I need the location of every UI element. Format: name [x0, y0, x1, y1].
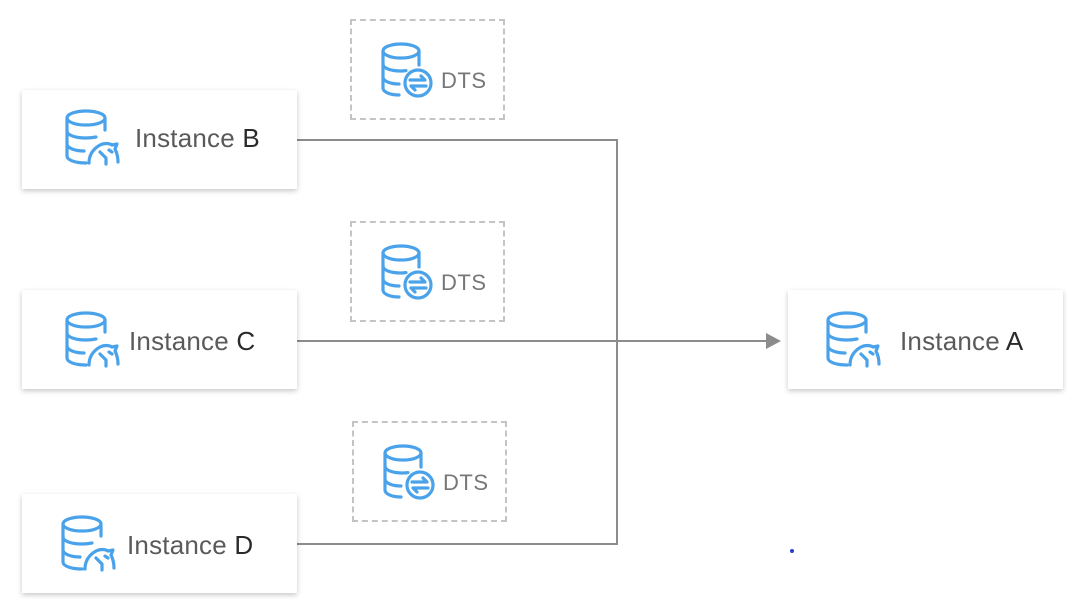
dts-node-b[interactable]: DTS — [350, 19, 505, 120]
database-sync-icon — [378, 41, 438, 101]
database-mysql-icon — [58, 514, 118, 574]
instance-c-label: Instance C — [129, 326, 256, 356]
database-mysql-icon — [823, 310, 883, 370]
instance-b-label: Instance B — [135, 123, 260, 153]
instance-a-label: Instance A — [900, 326, 1024, 356]
instance-c-node[interactable]: Instance C — [22, 290, 297, 389]
database-mysql-icon — [62, 108, 122, 168]
instance-a-node[interactable]: Instance A — [788, 290, 1063, 389]
arrowhead — [766, 333, 781, 349]
dts-node-d[interactable]: DTS — [352, 421, 507, 522]
dts-label: DTS — [443, 470, 489, 495]
database-sync-icon — [378, 243, 438, 303]
dts-node-c[interactable]: DTS — [350, 221, 505, 322]
instance-d-node[interactable]: Instance D — [22, 494, 297, 593]
instance-d-label: Instance D — [127, 530, 254, 560]
dts-label: DTS — [441, 68, 487, 93]
stray-dot — [790, 549, 794, 553]
database-mysql-icon — [62, 310, 122, 370]
database-sync-icon — [380, 443, 440, 503]
dts-label: DTS — [441, 270, 487, 295]
instance-b-node[interactable]: Instance B — [22, 90, 297, 189]
